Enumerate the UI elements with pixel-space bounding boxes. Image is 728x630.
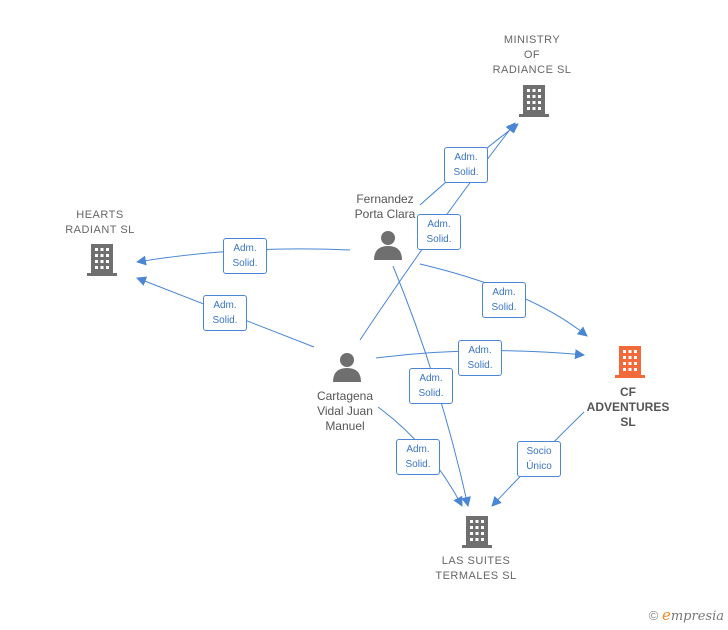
node-label-ministry-of-radiance[interactable]: MINISTRY OF RADIANCE SL	[492, 34, 572, 76]
building-icon-focus	[615, 346, 645, 378]
person-icon	[333, 353, 361, 382]
building-icon	[519, 85, 549, 117]
edge-badge-cartagena-ministry: Adm. Solid.	[417, 214, 461, 250]
node-label-fernandez-porta-clara[interactable]: Fernandez Porta Clara	[354, 192, 416, 221]
brand-initial: e	[661, 606, 671, 624]
edge-badge-fernandez-hearts: Adm. Solid.	[223, 238, 267, 274]
footer-branding: © empresia	[649, 606, 724, 624]
empresia-logo[interactable]: empresia	[661, 606, 724, 624]
copyright-symbol: ©	[648, 608, 659, 623]
edge-badge-fernandez-cf: Adm. Solid.	[482, 282, 526, 318]
edge-badge-cartagena-hearts: Adm. Solid.	[203, 295, 247, 331]
edge-badge-cartagena-suites: Adm. Solid.	[396, 439, 440, 475]
building-icon	[87, 244, 117, 276]
node-label-las-suites-termales[interactable]: LAS SUITES TERMALES SL	[435, 555, 517, 582]
edge-badge-cf-suites: Socio Único	[517, 441, 561, 477]
brand-rest: mpresia	[670, 609, 724, 624]
person-icon	[374, 231, 402, 260]
node-label-cartagena-vidal-juan-manuel[interactable]: Cartagena Vidal Juan Manuel	[316, 389, 374, 433]
edge-badge-fernandez-ministry: Adm. Solid.	[444, 147, 488, 183]
edge-badge-fernandez-suites: Adm. Solid.	[409, 368, 453, 404]
edge-badge-cartagena-cf: Adm. Solid.	[458, 340, 502, 376]
node-label-hearts-radiant[interactable]: HEARTS RADIANT SL	[65, 209, 135, 236]
building-icon	[462, 516, 492, 548]
node-label-cf-adventures[interactable]: CF ADVENTURES SL	[586, 385, 670, 429]
